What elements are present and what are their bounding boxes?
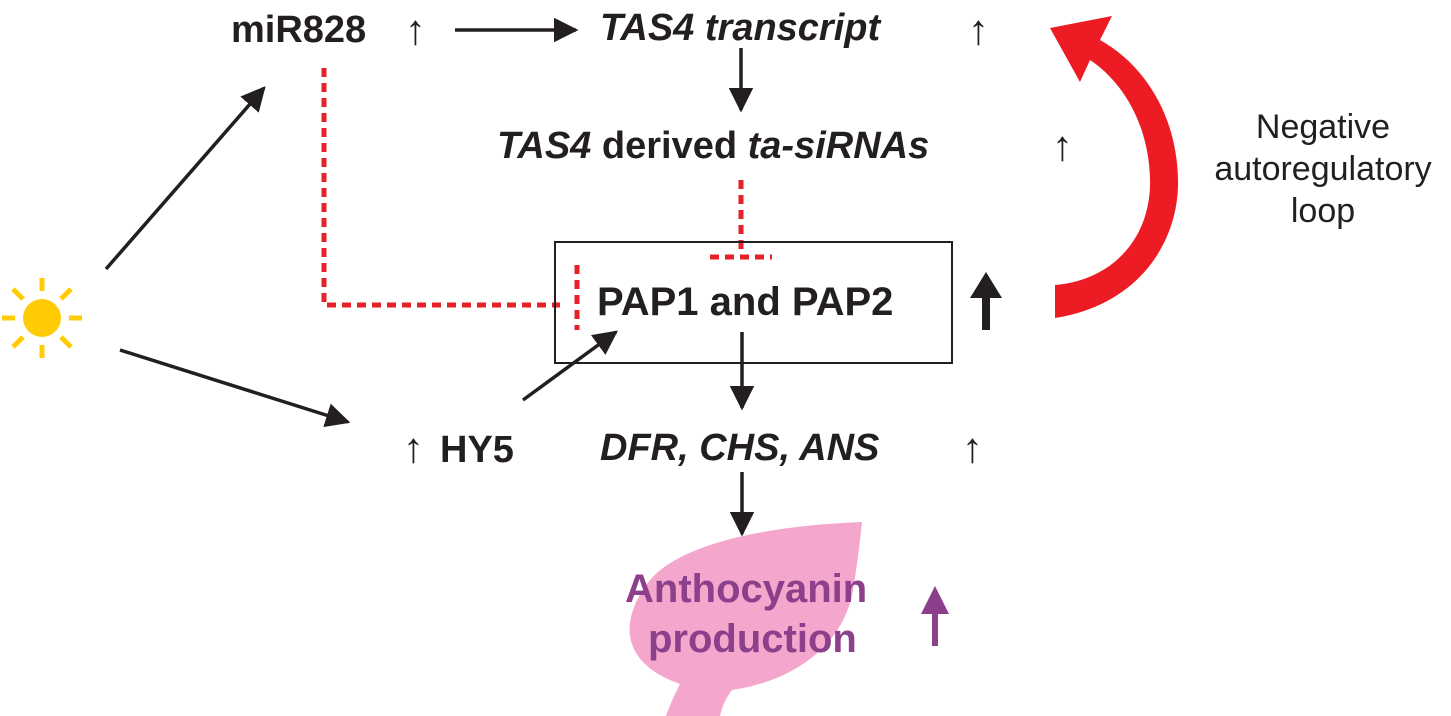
arrow-hy5-to-pap — [521, 330, 618, 402]
pap-box — [554, 241, 953, 364]
negative-feedback-arrow — [1050, 16, 1179, 318]
sun-icon — [2, 278, 82, 358]
node-anthocyanin-line1: Anthocyanin — [625, 567, 867, 611]
node-mir828-label: miR828 — [231, 9, 366, 51]
node-hy5-up: ↑ — [403, 424, 424, 471]
node-tas4-sirna-up: ↑ — [1052, 122, 1073, 169]
node-tas4-sirna-label: TAS4 derived ta-siRNAs — [497, 125, 929, 167]
node-pap-up-arrow — [970, 272, 1002, 330]
node-tas4-transcript-label: TAS4 transcript — [600, 7, 881, 49]
node-genes-up: ↑ — [962, 424, 983, 471]
loop-label-line2: autoregulatory — [1214, 150, 1431, 188]
arrow-sun-to-mir828 — [104, 86, 266, 271]
loop-label-line1: Negative — [1256, 108, 1390, 146]
node-anthocyanin-up-arrow — [921, 586, 949, 646]
node-hy5-label: HY5 — [440, 429, 514, 471]
node-tas4-transcript-up: ↑ — [968, 6, 989, 53]
node-pap-label: PAP1 and PAP2 — [597, 280, 893, 324]
node-mir828-up: ↑ — [405, 6, 426, 53]
arrow-sun-to-hy5 — [119, 348, 351, 428]
node-anthocyanin-line2: production — [648, 617, 857, 661]
inhibition-mir828-to-pap — [321, 68, 560, 308]
leaf-icon — [629, 522, 862, 716]
node-genes-label: DFR, CHS, ANS — [600, 427, 879, 469]
loop-label-line3: loop — [1291, 192, 1355, 230]
